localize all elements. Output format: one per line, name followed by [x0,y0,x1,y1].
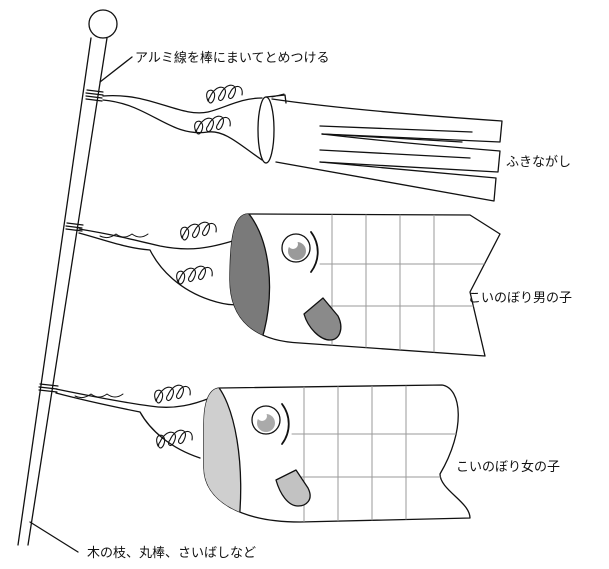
streamer-label: ふきながし [506,155,571,170]
male-carp [78,213,501,357]
female-carp [55,384,471,523]
male-carp-label: こいのぼり男の子 [468,291,572,306]
female-carp-eye [251,403,290,445]
wire-label: アルミ線を棒にまいてとめつける [135,50,329,66]
pole-wire-wrap-middle [65,222,84,232]
male-carp-eye [281,231,319,273]
female-carp-mouth [275,469,311,507]
pole-top-ball [88,9,118,39]
female-carp-label: こいのぼり女の子 [456,459,560,475]
wire-label-leader [99,56,133,83]
streamer [102,84,503,202]
male-carp-body [229,213,501,357]
female-carp-body [203,384,471,523]
female-carp-face [204,385,242,522]
pole-label-leader [29,521,79,553]
male-carp-mouth [303,297,342,341]
pole [17,37,108,546]
pole-wire-wrap-top [85,89,104,102]
pole-label: 木の枝、丸棒、さいばしなど [87,546,256,561]
pole-wire-wrap-bottom [38,383,59,393]
